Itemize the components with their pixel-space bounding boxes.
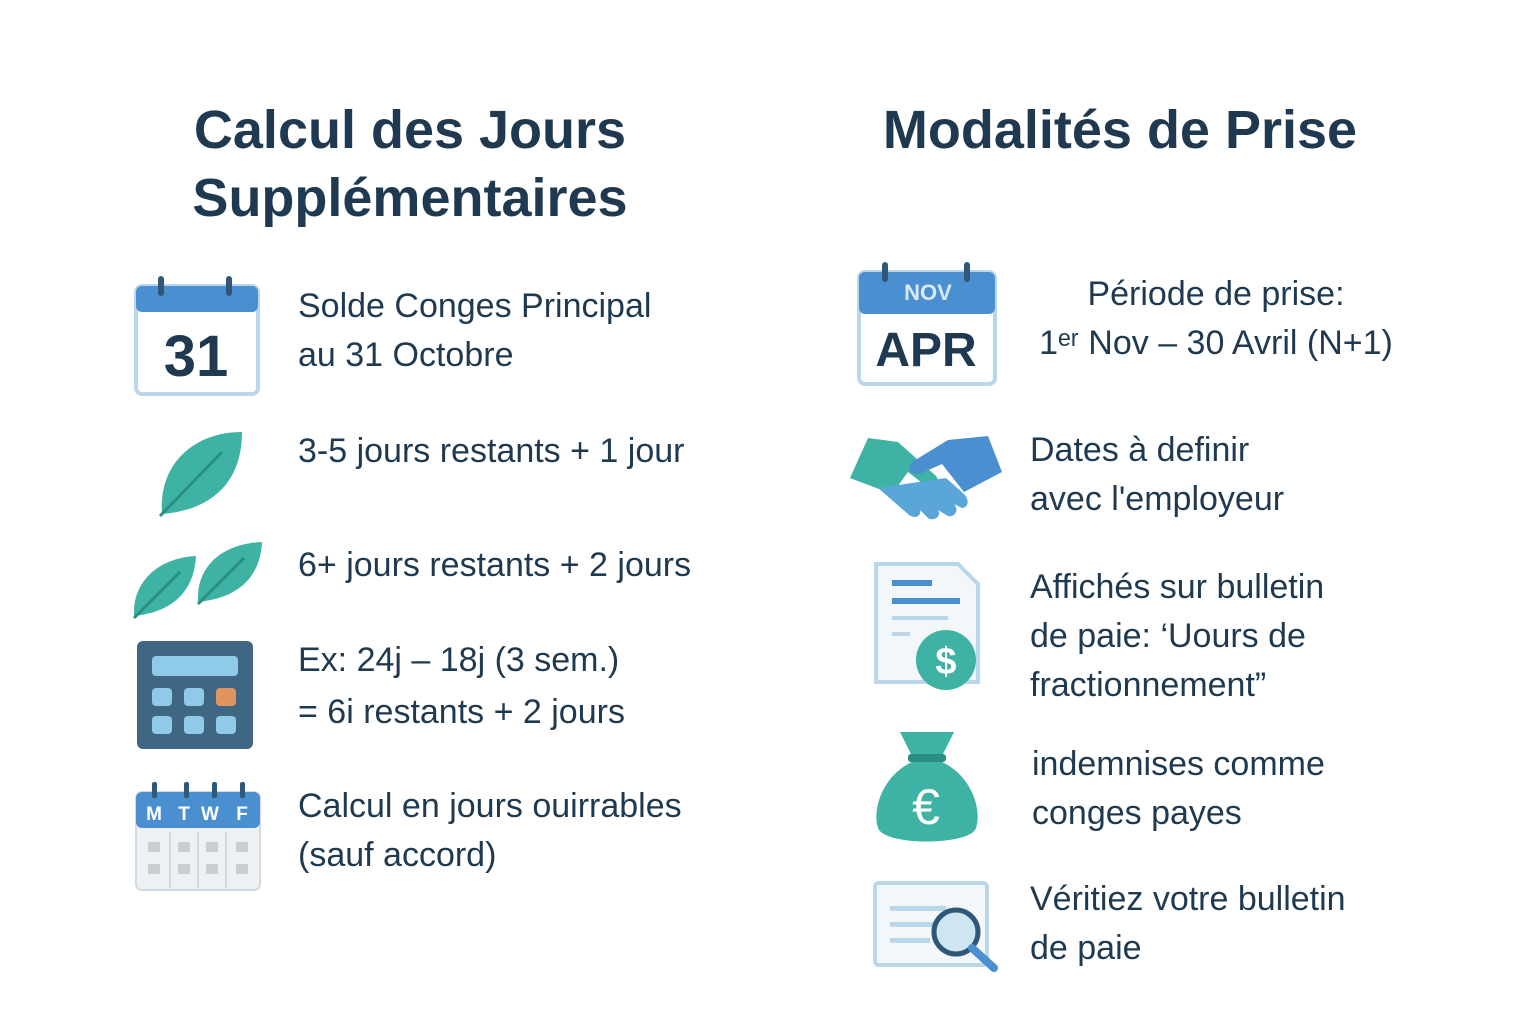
item-3-5-jours: 3-5 jours restants + 1 jour <box>298 432 685 470</box>
item-dates: Dates à definir avec l'employeur <box>1030 426 1284 524</box>
single-leaf-icon <box>158 432 242 518</box>
item-solde: Solde Conges Principal au 31 Octobre <box>298 282 651 380</box>
item-line: (sauf accord) <box>298 836 497 874</box>
item-line: fractionnement” <box>1030 666 1267 704</box>
item-verifiez: Véritiez votre bulletin de paie <box>1030 875 1346 973</box>
document-magnifier-icon <box>873 881 998 972</box>
double-leaf-icon <box>132 542 262 620</box>
item-line: Affichés sur bulletin <box>1030 568 1325 606</box>
item-periode: Période de prise: 1ᵉʳ Nov – 30 Avril (N+… <box>1026 270 1406 368</box>
handshake-icon <box>850 436 1002 520</box>
day-label: W <box>201 804 219 825</box>
item-line: Période de prise: <box>1087 275 1345 313</box>
item-line: conges payes <box>1032 794 1242 832</box>
item-line: avec l'employeur <box>1030 480 1285 518</box>
item-line: Dates à definir <box>1030 431 1250 469</box>
item-jours-ouvrables: Calcul en jours ouirrables (sauf accord) <box>298 782 682 880</box>
right-title: Modalités de Prise <box>882 100 1358 160</box>
item-bulletin: Affichés sur bulletin de paie: ‘Uours de… <box>1030 563 1324 710</box>
item-line: indemnises comme <box>1032 745 1325 783</box>
calendar-month-top: NOV <box>904 280 952 305</box>
day-label: F <box>236 804 248 825</box>
item-example: Ex: 24j – 18j (3 sem.) = 6i restants + 2… <box>298 636 625 737</box>
day-label: T <box>178 804 190 825</box>
calendar-day-number: 31 <box>164 324 229 389</box>
payslip-dollar-icon: $ <box>874 562 980 690</box>
weekly-calendar-icon: M T W F <box>135 782 261 891</box>
left-title: Calcul des Jours Supplémentaires <box>110 96 710 232</box>
item-line: = 6i restants + 2 jours <box>298 693 625 731</box>
calendar-nov-apr-icon: NOV APR <box>857 262 997 386</box>
item-line: Solde Conges Principal <box>298 287 652 325</box>
item-indemnises: indemnises comme conges payes <box>1032 740 1325 838</box>
item-line: Calcul en jours ouirrables <box>298 787 682 825</box>
svg-text:€: € <box>912 779 940 835</box>
left-title-line1: Calcul des Jours <box>193 100 627 160</box>
calculator-icon <box>137 641 253 749</box>
calendar-month-main: APR <box>875 324 976 377</box>
item-line: au 31 Octobre <box>298 336 514 374</box>
calendar-31-icon: 31 <box>134 276 260 396</box>
svg-text:$: $ <box>935 641 956 683</box>
item-line: de paie <box>1030 929 1142 967</box>
item-line: Véritiez votre bulletin <box>1030 880 1346 918</box>
item-line: Ex: 24j – 18j (3 sem.) <box>298 641 620 679</box>
item-line: 1ᵉʳ Nov – 30 Avril (N+1) <box>1039 324 1393 362</box>
item-6-plus-jours: 6+ jours restants + 2 jours <box>298 546 692 584</box>
euro-money-bag-icon: € <box>876 732 978 842</box>
left-title-line2: Supplémentaires <box>192 168 628 228</box>
item-line: de paie: ‘Uours de <box>1030 617 1306 655</box>
day-label: M <box>146 804 162 825</box>
